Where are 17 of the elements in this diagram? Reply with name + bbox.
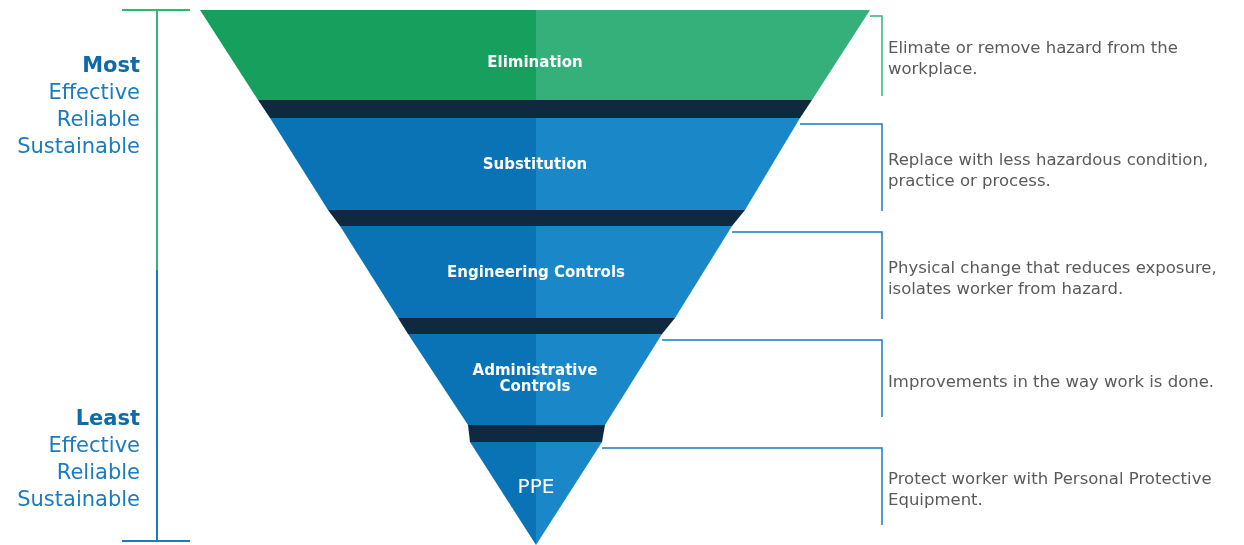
leader-line <box>731 231 883 320</box>
level-label: PPE <box>516 478 556 494</box>
description-text: Improvements in the way work is done. <box>888 370 1215 392</box>
level-label: Elimination <box>486 54 584 70</box>
leader-line <box>799 123 883 212</box>
leader-line <box>601 447 883 526</box>
level-label: Administrative Controls <box>471 362 599 394</box>
description-text: Replace with less hazardous condition, practice or process. <box>888 149 1210 191</box>
level-label: Substitution <box>481 156 589 172</box>
description-text: Physical change that reduces exposure, isolates worker from hazard. <box>888 257 1218 299</box>
leader-line <box>869 15 883 97</box>
description-text: Elimate or remove hazard from the workplace. <box>888 37 1179 79</box>
leader-line <box>661 339 883 418</box>
description-text: Protect worker with Personal Protective Equipment. <box>888 468 1213 510</box>
effectiveness-label: Most Effective Reliable Sustainable <box>16 52 140 160</box>
effectiveness-label: Least Effective Reliable Sustainable <box>16 405 140 513</box>
level-label: Engineering Controls <box>446 264 626 280</box>
